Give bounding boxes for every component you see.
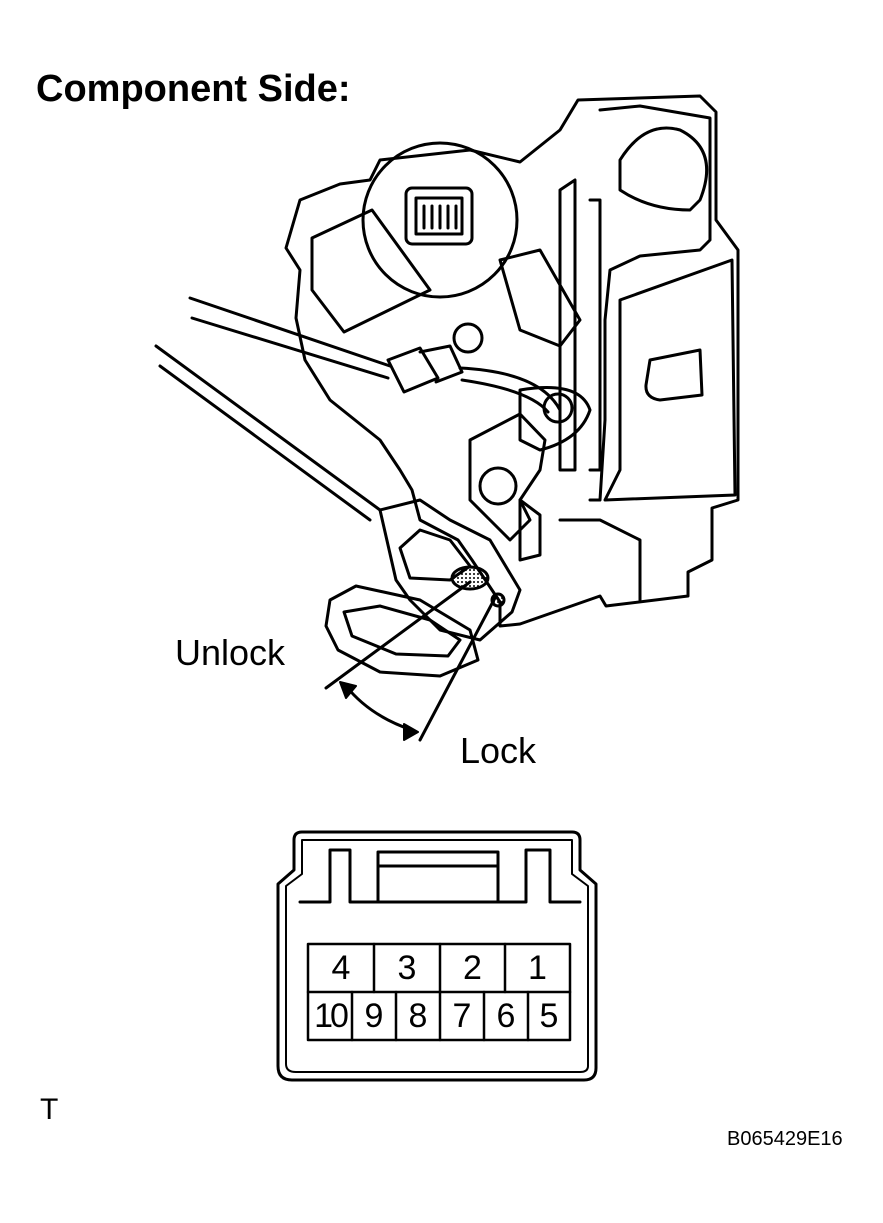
connector-lock-tab	[298, 848, 582, 904]
housing-side-panel	[588, 104, 712, 502]
key-cylinder-lever	[378, 498, 522, 642]
pin-5: 5	[539, 997, 559, 1035]
rotation-arc-arrow	[344, 684, 414, 732]
motor-block	[310, 208, 432, 334]
lower-cable	[154, 344, 382, 522]
pin-3: 3	[397, 949, 417, 987]
pin-6: 6	[496, 997, 516, 1035]
pin-2: 2	[463, 949, 482, 987]
unlock-direction-line	[324, 580, 472, 690]
pin-8: 8	[408, 997, 428, 1035]
housing-window	[644, 348, 704, 402]
pin-1: 1	[528, 949, 547, 987]
lock-direction-line	[418, 594, 498, 742]
pin-7: 7	[452, 997, 472, 1035]
pin-9: 9	[364, 997, 384, 1035]
view-mark: T	[40, 1093, 59, 1126]
housing-inner-panel	[603, 258, 737, 502]
latch-boss	[618, 126, 709, 212]
figure-id: B065429E16	[727, 1128, 843, 1150]
housing-rib	[558, 178, 577, 472]
lock-lever	[468, 412, 547, 542]
pin-10: 10	[314, 997, 349, 1035]
page-title: Component Side:	[36, 68, 351, 110]
upper-cable	[188, 296, 392, 380]
unlock-label: Unlock	[175, 632, 286, 673]
lock-label: Lock	[460, 730, 537, 771]
pin-4: 4	[331, 949, 351, 987]
lock-housing-outline	[284, 94, 740, 628]
switch-contact	[450, 565, 490, 591]
motor-connector	[404, 186, 474, 246]
connector-face-outline	[276, 830, 598, 1082]
cable-end-pivot	[542, 392, 574, 424]
connector-boss	[361, 141, 519, 299]
